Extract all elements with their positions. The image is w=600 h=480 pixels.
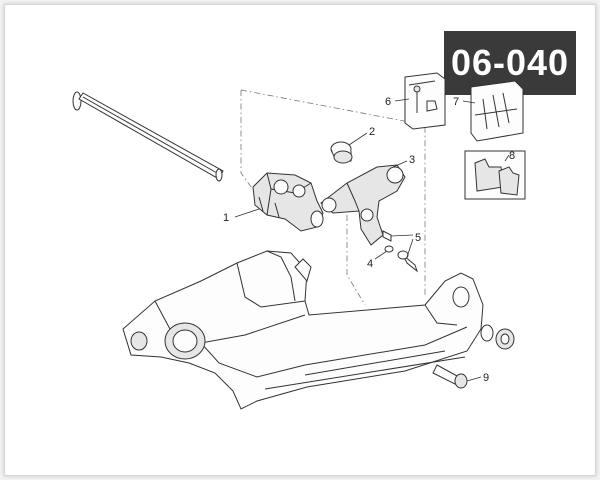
assembly-line-caliper <box>240 90 258 196</box>
pin-kit-pack <box>404 72 446 130</box>
exploded-parts-diagram: 1 2 3 4 5 6 7 8 9 <box>72 72 526 410</box>
bushing <box>330 141 353 164</box>
leader-7 <box>462 100 476 104</box>
axle-washer-nut <box>480 324 515 350</box>
callout-8: 8 <box>509 150 515 162</box>
swing-arm <box>122 250 484 410</box>
diagram-code-badge: 06-040 <box>444 31 576 95</box>
callout-9: 9 <box>483 372 489 384</box>
leader-5-a <box>390 234 414 237</box>
spring-kit-pack <box>470 80 524 142</box>
leader-2 <box>348 132 368 146</box>
leader-8 <box>504 154 510 162</box>
brake-caliper <box>252 172 324 232</box>
caliper-bracket <box>320 164 406 246</box>
washer-small <box>384 245 394 253</box>
bracket-screws <box>382 230 419 273</box>
callout-6: 6 <box>385 96 391 108</box>
leader-6 <box>394 98 410 102</box>
leader-4 <box>374 250 388 260</box>
assembly-line-axle <box>240 89 426 295</box>
leader-9 <box>466 376 482 382</box>
callout-5: 5 <box>415 232 421 244</box>
callout-7: 7 <box>453 96 459 108</box>
leader-1 <box>234 208 260 218</box>
rear-wheel-axle <box>72 91 224 182</box>
diagram-frame: 06-040 <box>4 4 596 476</box>
assembly-line-bracket <box>346 215 366 306</box>
callout-2: 2 <box>369 126 375 138</box>
callout-4: 4 <box>367 258 373 270</box>
callout-1: 1 <box>223 212 229 224</box>
pivot-bolt <box>432 364 468 389</box>
leader-5-b <box>406 238 414 258</box>
callout-3: 3 <box>409 154 415 166</box>
leader-3 <box>392 160 408 168</box>
brake-pads <box>464 150 526 200</box>
